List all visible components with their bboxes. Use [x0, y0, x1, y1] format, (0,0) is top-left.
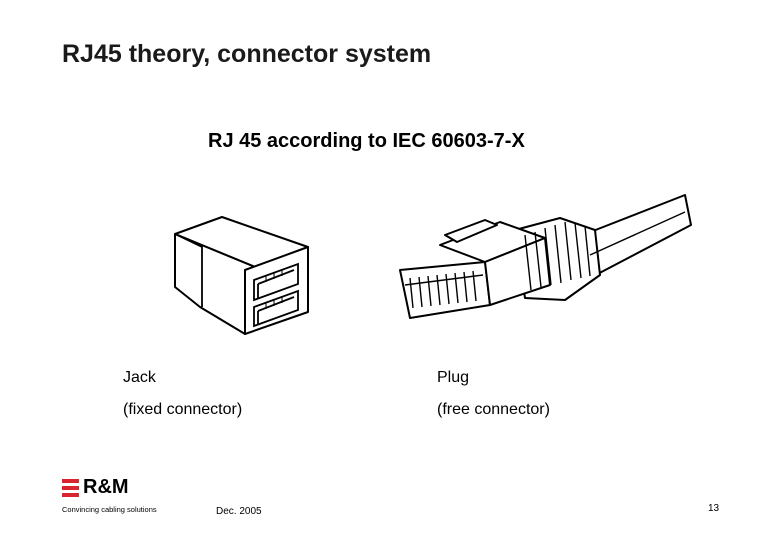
page-number: 13 [708, 503, 720, 514]
jack-label: Jack [123, 369, 156, 386]
plug-description: (free connector) [437, 401, 550, 418]
footer-date: Dec. 2005 [216, 506, 262, 517]
plug-label: Plug [437, 369, 470, 386]
rj45-plug-illustration [399, 194, 692, 319]
tagline: Convincing cabling solutions [62, 505, 157, 514]
rm-logo-icon [62, 479, 79, 497]
jack-description: (fixed connector) [123, 401, 243, 418]
rj45-jack-illustration [174, 216, 309, 335]
slide-title: RJ45 theory, connector system [62, 40, 432, 68]
slide-subtitle: RJ 45 according to IEC 60603-7-X [208, 130, 525, 152]
logo-text: R&M [83, 476, 129, 498]
